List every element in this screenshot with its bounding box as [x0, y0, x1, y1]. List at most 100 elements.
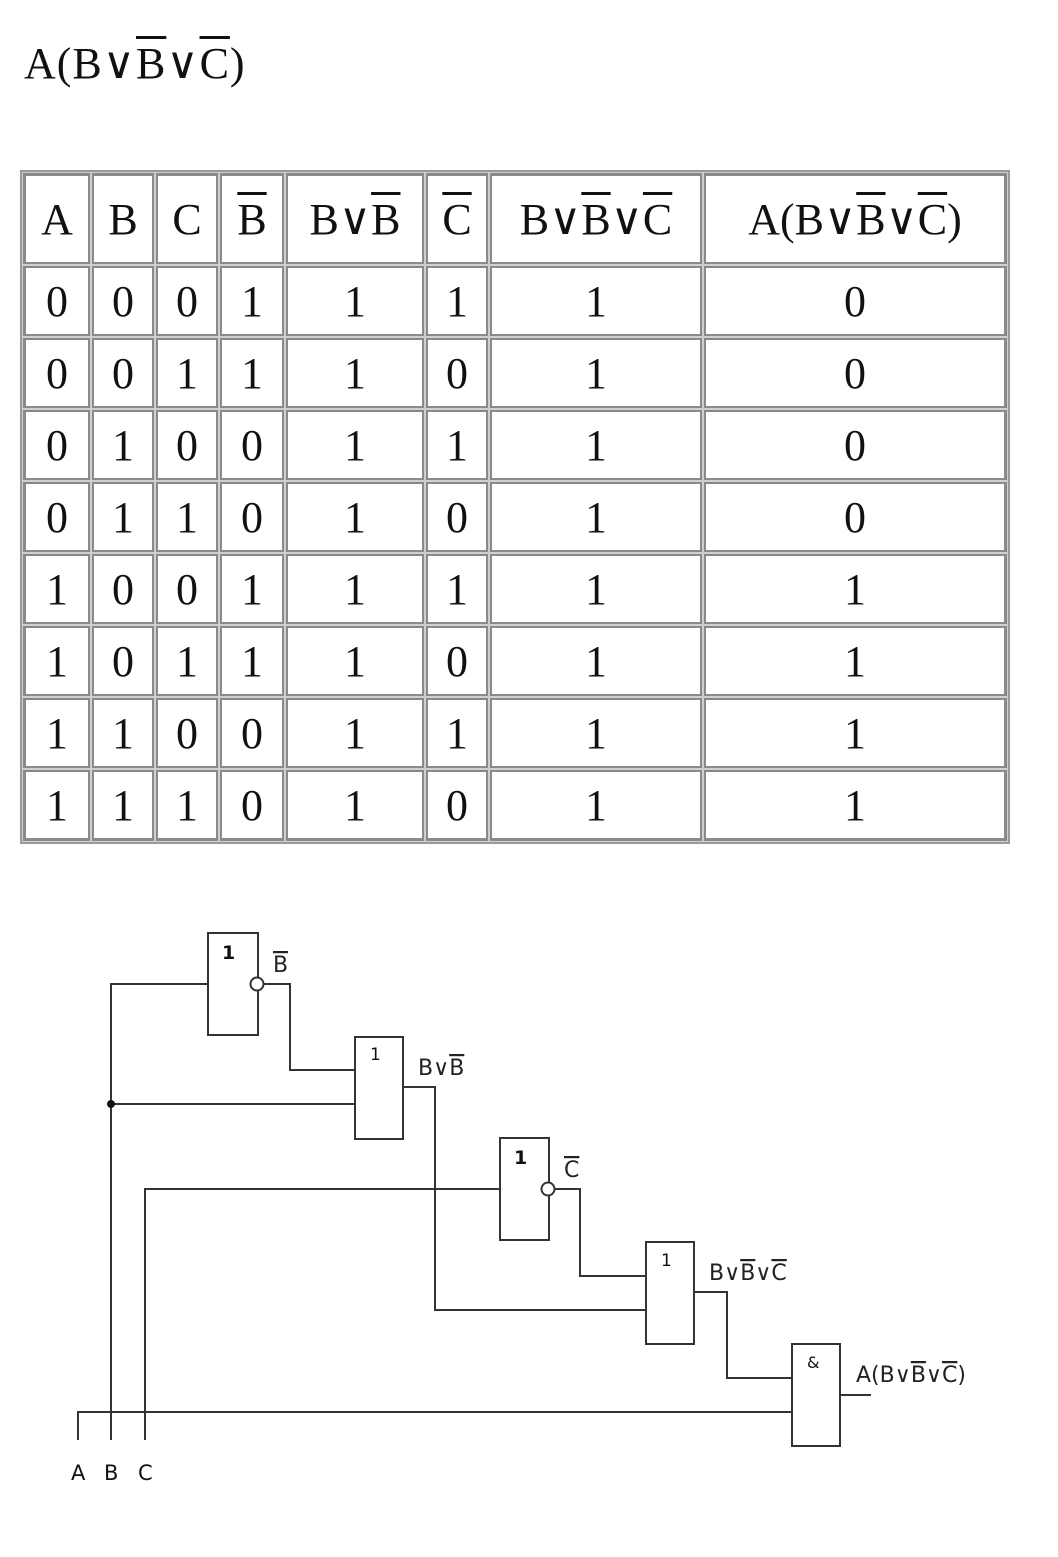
cell-not-b: 1	[218, 336, 286, 410]
cell-not-b: 0	[218, 696, 286, 770]
cell-not-b: 1	[218, 624, 286, 698]
cell-not-c: 0	[424, 336, 490, 410]
cell-not-c: 0	[424, 480, 490, 554]
cell-b: 0	[90, 264, 156, 338]
cell-b-or-not-b: 1	[284, 264, 426, 338]
cell-not-c: 1	[424, 696, 490, 770]
cell-result: 1	[702, 696, 1008, 770]
cell-a: 1	[22, 624, 92, 698]
cell-b: 1	[90, 480, 156, 554]
formula-suffix: )	[229, 39, 246, 88]
cell-b-or-not-b-or-not-c: 1	[488, 696, 704, 770]
cell-b-or-not-b: 1	[284, 336, 426, 410]
cell-c: 0	[154, 264, 220, 338]
cell-result: 0	[702, 336, 1008, 410]
header-a: A	[22, 172, 92, 266]
cell-b-or-not-b-or-not-c: 1	[488, 336, 704, 410]
cell-not-c: 1	[424, 264, 490, 338]
formula-prefix: A(B∨	[24, 39, 136, 88]
or-gate-1	[354, 1036, 404, 1140]
wire-or2-to-and	[694, 1291, 792, 1379]
wire-or1-to-or2	[403, 1086, 646, 1311]
input-label-c: C	[138, 1461, 153, 1485]
wire-b-to-not-b	[110, 983, 208, 1440]
header-not-c: C	[424, 172, 490, 266]
cell-c: 1	[154, 336, 220, 410]
cell-not-c: 0	[424, 624, 490, 698]
header-not-b: B	[218, 172, 286, 266]
cell-not-b: 0	[218, 768, 286, 842]
cell-not-c: 1	[424, 552, 490, 626]
cell-c: 1	[154, 624, 220, 698]
formula-c-bar: C	[199, 39, 230, 88]
not-c-gate-label: 1	[514, 1147, 527, 1169]
signal-label-output: A(B∨B∨C)	[856, 1363, 966, 1388]
logic-circuit: 1 1 1 1 & B B∨B C B∨B∨C A(B∨B∨C) A B C	[71, 932, 966, 1485]
not-b-bubble	[249, 976, 265, 992]
cell-c: 0	[154, 408, 220, 482]
cell-result: 1	[702, 624, 1008, 698]
cell-not-c: 0	[424, 768, 490, 842]
cell-not-b: 0	[218, 408, 286, 482]
cell-b-or-not-b: 1	[284, 552, 426, 626]
formula-b-bar: B	[135, 39, 167, 88]
cell-b: 1	[90, 696, 156, 770]
header-b-or-not-b-or-not-c: B∨B∨C	[488, 172, 704, 266]
cell-b: 1	[90, 408, 156, 482]
cell-a: 0	[22, 408, 92, 482]
signal-label-not-b: B	[273, 953, 288, 978]
input-label-a: A	[71, 1461, 86, 1485]
cell-b-or-not-b-or-not-c: 1	[488, 264, 704, 338]
input-label-b: B	[104, 1461, 118, 1485]
cell-b-or-not-b: 1	[284, 696, 426, 770]
cell-b-or-not-b: 1	[284, 768, 426, 842]
cell-a: 1	[22, 768, 92, 842]
signal-label-or2: B∨B∨C	[709, 1261, 787, 1286]
cell-b-or-not-b: 1	[284, 624, 426, 698]
cell-c: 0	[154, 552, 220, 626]
cell-b: 0	[90, 552, 156, 626]
cell-result: 1	[702, 552, 1008, 626]
cell-a: 1	[22, 696, 92, 770]
cell-c: 0	[154, 696, 220, 770]
cell-b: 0	[90, 336, 156, 410]
junction-dot	[107, 1100, 115, 1108]
cell-a: 1	[22, 552, 92, 626]
table-header-row: A B C B B∨B C B∨B∨C A(B∨B∨C)	[22, 172, 1008, 266]
cell-not-b: 1	[218, 264, 286, 338]
wire-a-to-and	[77, 1411, 792, 1440]
signal-label-or1: B∨B	[418, 1056, 464, 1081]
formula-or: ∨	[166, 39, 200, 88]
cell-a: 0	[22, 480, 92, 554]
and-gate	[791, 1343, 841, 1447]
or-gate-1-label: 1	[370, 1045, 381, 1065]
header-b: B	[90, 172, 156, 266]
cell-b: 0	[90, 624, 156, 698]
cell-b: 1	[90, 768, 156, 842]
cell-b-or-not-b-or-not-c: 1	[488, 480, 704, 554]
cell-b-or-not-b: 1	[284, 480, 426, 554]
cell-b-or-not-b: 1	[284, 408, 426, 482]
header-result: A(B∨B∨C)	[702, 172, 1008, 266]
wire-c-to-not-c	[144, 1188, 500, 1440]
wire-not-b-to-or1	[263, 983, 355, 1071]
cell-a: 0	[22, 264, 92, 338]
cell-b-or-not-b-or-not-c: 1	[488, 624, 704, 698]
not-c-bubble	[540, 1181, 556, 1197]
cell-c: 1	[154, 480, 220, 554]
or-gate-2-label: 1	[661, 1251, 672, 1271]
cell-a: 0	[22, 336, 92, 410]
cell-result: 0	[702, 408, 1008, 482]
cell-result: 0	[702, 264, 1008, 338]
cell-result: 1	[702, 768, 1008, 842]
wire-not-c-to-or2	[554, 1188, 646, 1277]
